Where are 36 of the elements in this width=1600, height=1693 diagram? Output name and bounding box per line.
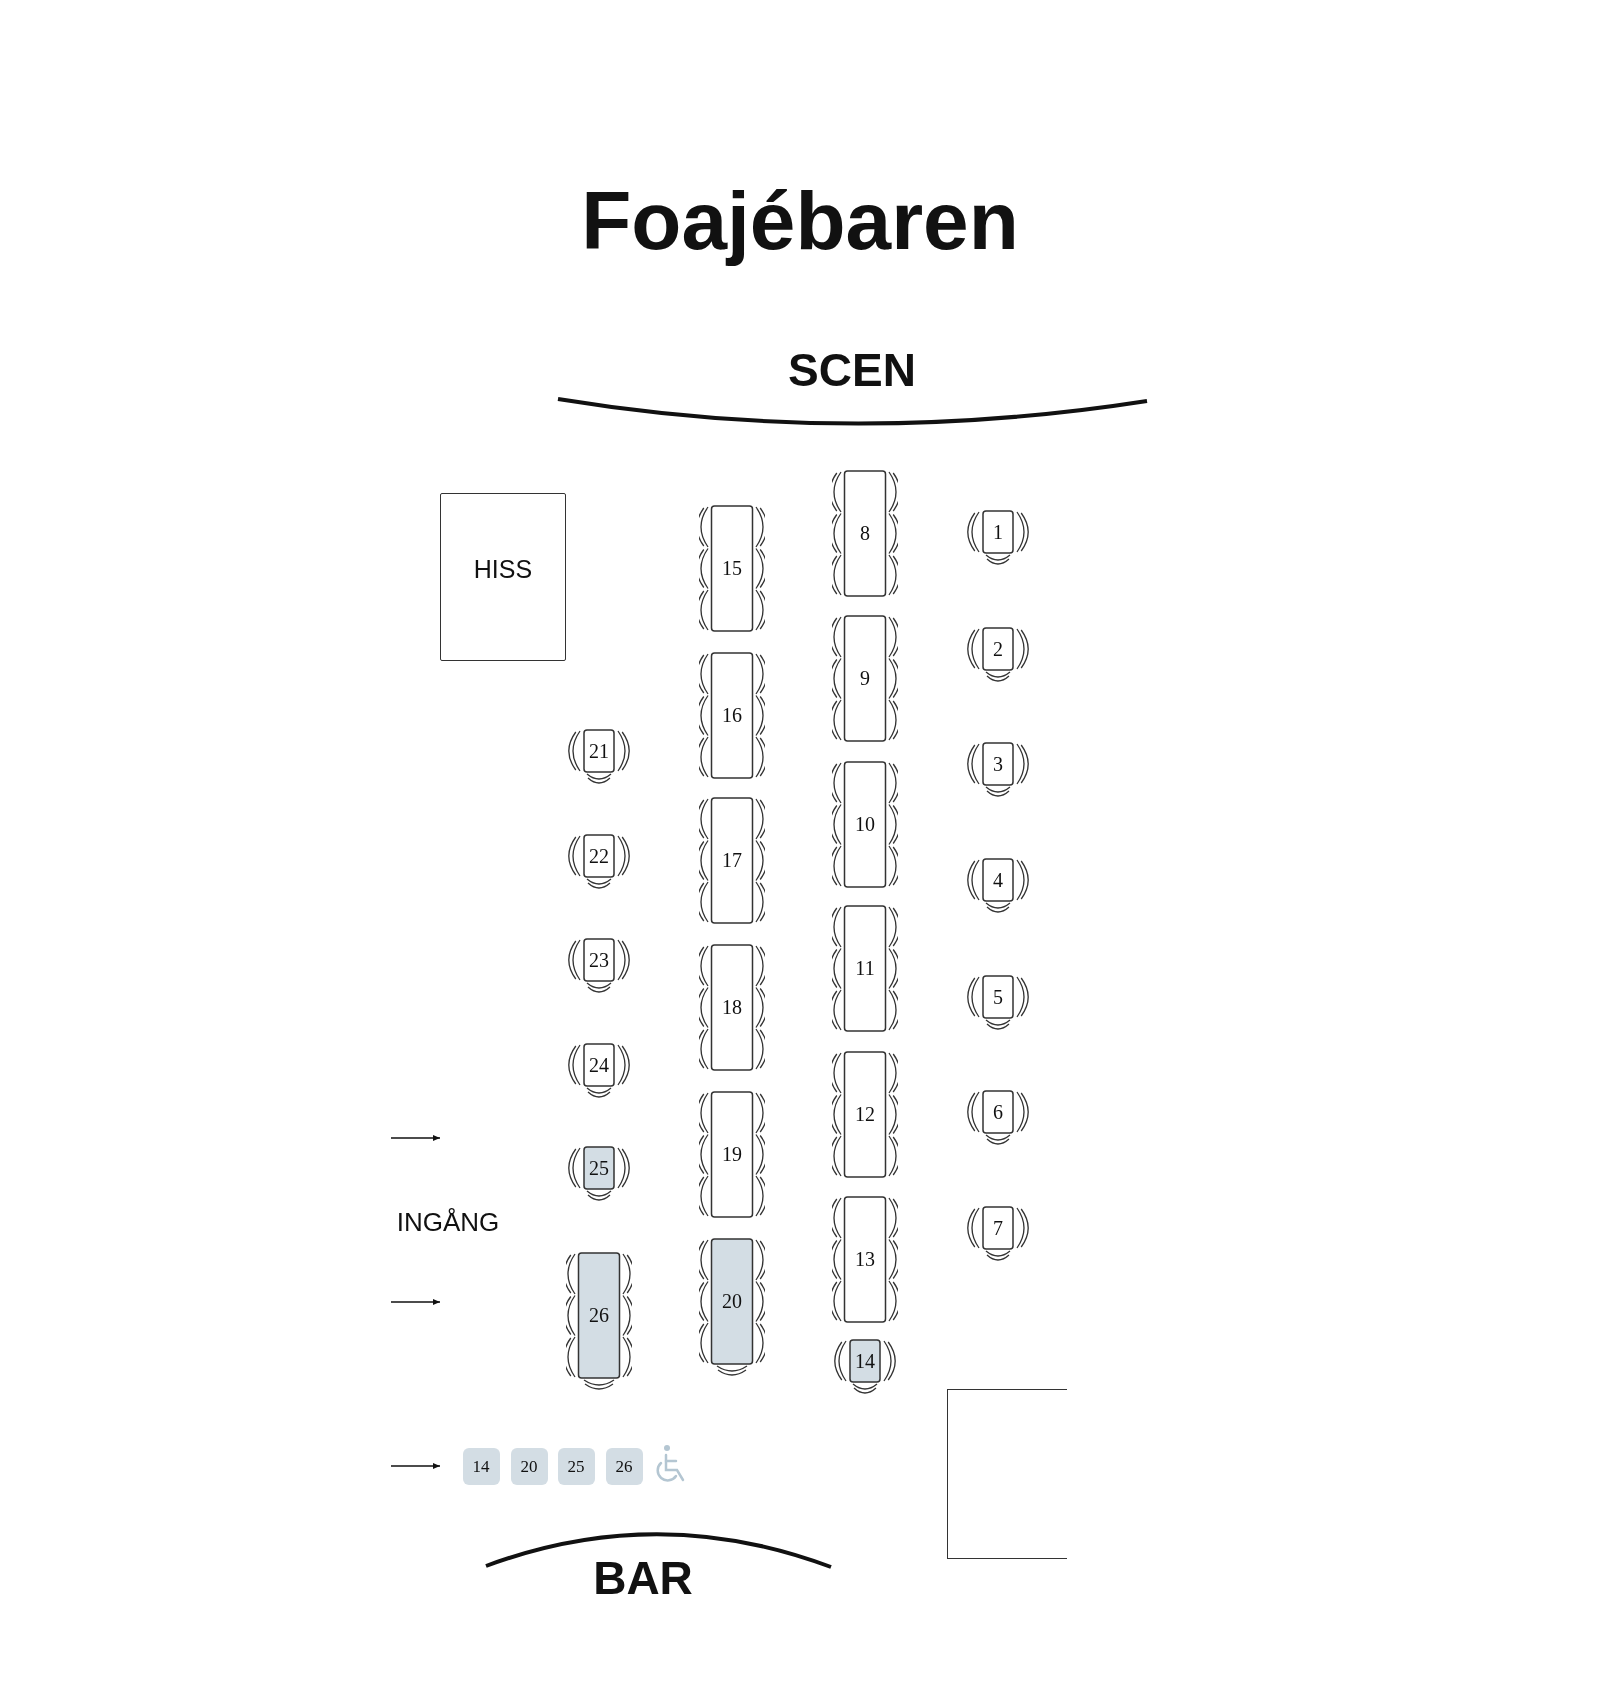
room-label: HISS <box>473 554 533 584</box>
table-number: 5 <box>993 987 1003 1007</box>
accessible-table-key: 25 <box>557 1447 595 1485</box>
table-number: 19 <box>722 1144 742 1164</box>
table-number: 15 <box>722 558 742 578</box>
counter-outline <box>947 1389 1067 1559</box>
table-number: 24 <box>589 1055 609 1075</box>
accessible-table-key: 20 <box>510 1447 548 1485</box>
table-number: 3 <box>993 754 1003 774</box>
table-number: 2 <box>993 639 1003 659</box>
accessible-table-key: 14 <box>462 1447 500 1485</box>
table-number: 10 <box>855 814 875 834</box>
table-number: 14 <box>855 1351 875 1371</box>
table-number: 22 <box>589 846 609 866</box>
area-label: SCEN <box>788 347 916 393</box>
table-number: 6 <box>993 1102 1003 1122</box>
table-number: 21 <box>589 741 609 761</box>
table-number: 25 <box>589 1158 609 1178</box>
table-number: 20 <box>722 1291 742 1311</box>
area-label: INGÅNG <box>396 1209 500 1235</box>
table-number: 4 <box>993 870 1003 890</box>
table-number: 23 <box>589 950 609 970</box>
table-number: 16 <box>722 705 742 725</box>
table-number: 12 <box>855 1104 875 1124</box>
accessible-table-key: 26 <box>605 1447 643 1485</box>
table-number: 17 <box>722 850 742 870</box>
area-label: BAR <box>593 1555 693 1601</box>
table-number: 26 <box>589 1305 609 1325</box>
table-number: 8 <box>860 523 870 543</box>
table-number: 13 <box>855 1249 875 1269</box>
table-number: 11 <box>855 958 875 978</box>
table-number: 9 <box>860 668 870 688</box>
table-number: 7 <box>993 1218 1003 1238</box>
table-number: 18 <box>722 997 742 1017</box>
elevator-box <box>440 493 566 661</box>
table-number: 1 <box>993 522 1003 542</box>
